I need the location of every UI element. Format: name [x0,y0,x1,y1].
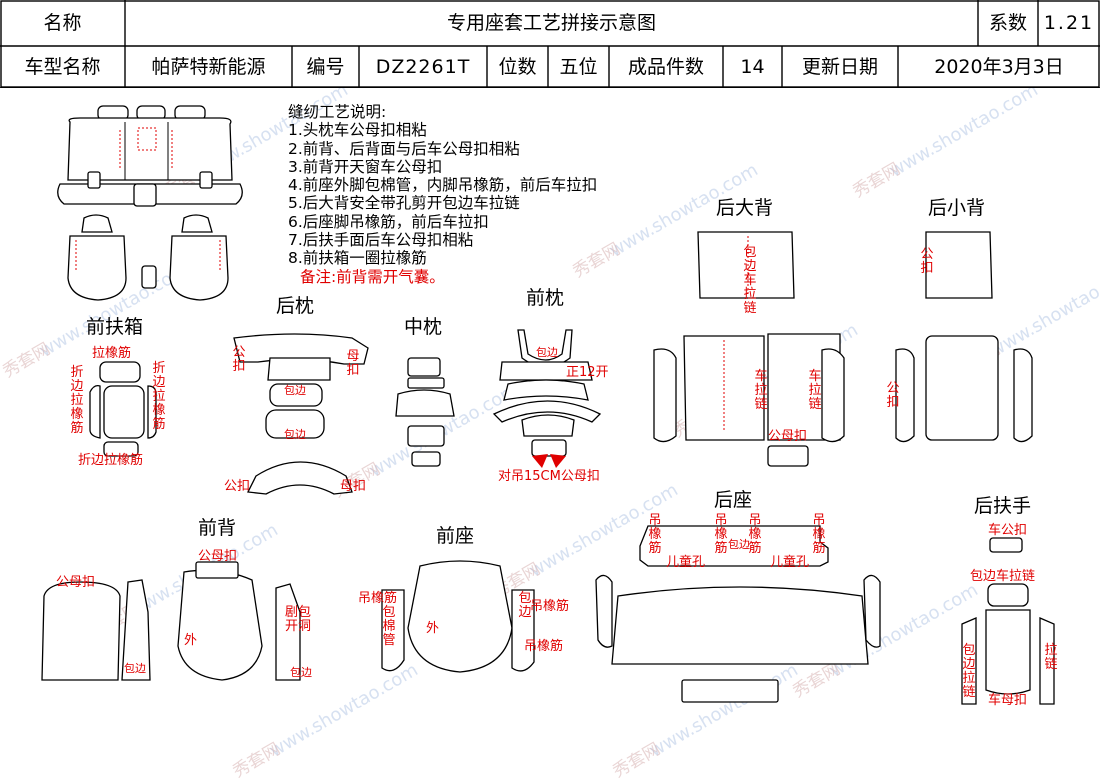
section-rear-big-back: 后大背 [716,197,774,219]
name-label: 名称 [43,11,82,34]
note-item: 7.后扶手面后车公母扣相粘 [288,231,474,250]
label-front-headrest-hang: 对吊15CM公母扣 [498,469,600,484]
label-rear-armrest-top: 车公扣 [988,523,1028,538]
model-value: 帕萨特新能源 [151,55,266,78]
overview-rear-bench-icon [57,105,243,207]
section-front-seat: 前座 [436,525,475,547]
label-rear-seat-bind: 包边 [728,538,750,551]
notes-remark: 备注:前背需开气囊。 [300,267,445,286]
note-item: 1.头枕车公母扣相粘 [288,121,427,140]
label-front-back-bind: 包边 [124,662,146,675]
front-console-pieces [89,361,157,457]
header-table: 名称 专用座套工艺拼接示意图 系数 1.21 车型名称 帕萨特新能源 编号 DZ… [0,0,1100,88]
rear-seat-pieces [595,525,881,703]
pattern-pieces [41,105,1055,705]
section-mid-headrest: 中枕 [404,316,443,338]
label-front-seat-outer: 外 [426,621,440,636]
watermark-text: 秀套网 [229,739,284,782]
label-front-seat-foam: 包棉管 [382,605,396,648]
pieces-label: 成品件数 [627,55,704,78]
label-rear-big-back-zip: 包边车拉链 [743,245,757,316]
rear-headrest-pieces [233,333,369,495]
label-rear-headrest-bind2: 包边 [284,428,306,441]
front-seat-pieces [381,560,535,673]
label-rear-seat-child2: 儿童孔 [770,555,810,570]
section-rear-armrest: 后扶手 [974,495,1032,517]
label-front-back-outer: 外 [184,633,198,648]
pieces-value: 14 [740,55,765,78]
label-rear-armrest-right: 拉链 [1044,643,1058,672]
note-item: 2.前背、后背面与后车公母扣相粘 [288,139,520,158]
note-item: 8.前扶箱一圈拉橡筋 [288,249,427,268]
note-item: 4.前座外脚包棉管，内脚吊橡筋，前后车拉扣 [288,176,598,195]
section-front-console: 前扶箱 [86,316,144,338]
notes-heading: 缝纫工艺说明: [288,103,387,121]
rear-small-back-pieces [895,231,1033,443]
front-headrest-pieces [492,329,602,468]
label-front-seat-bind: 包边 [518,591,532,620]
section-rear-headrest: 后枕 [276,295,315,317]
label-rear-headrest-bind1: 包边 [284,384,306,397]
front-back-pieces [41,561,301,681]
date-value: 2020年3月3日 [934,55,1064,78]
label-front-console-bottom: 折边拉橡筋 [78,453,144,468]
label-rear-headrest-left: 公扣 [232,345,246,374]
rear-big-back-pieces [653,231,845,467]
note-item: 6.后座脚吊橡筋，前后车拉扣 [288,212,489,231]
code-label: 编号 [306,55,345,78]
seats-value: 五位 [559,55,598,78]
label-front-seat-hang3: 吊橡筋 [524,639,564,654]
label-rear-big-back-left-zip: 车拉链 [754,369,768,412]
label-rear-headrest-br: 母扣 [340,479,367,494]
label-front-seat-hang2: 吊橡筋 [530,599,570,614]
code-value: DZ2261T [375,55,471,78]
label-rear-seat-hang1: 吊橡筋 [648,513,662,556]
label-rear-seat-hang4: 吊橡筋 [812,513,826,556]
label-rear-headrest-right: 母扣 [346,349,360,378]
watermark-text: 秀套网 [609,739,664,782]
note-item: 5.后大背安全带孔剪开包边车拉链 [288,194,520,213]
label-front-back-top: 公母扣 [198,549,238,564]
section-front-headrest: 前枕 [526,287,565,309]
label-rear-headrest-bl: 公扣 [224,479,251,494]
label-rear-armrest-left: 包边拉链 [962,643,976,700]
label-rear-small-back-top: 公扣 [920,247,934,276]
header-grid [0,0,1100,88]
rear-armrest-pieces [961,537,1055,705]
label-front-console-top: 拉橡筋 [92,346,132,361]
label-front-back-bind2: 包边 [290,666,312,679]
section-rear-seat: 后座 [714,489,753,511]
coef-label: 系数 [988,11,1027,34]
label-rear-armrest-bottom: 车母扣 [988,693,1028,708]
sewing-notes: 缝纫工艺说明: 1.头枕车公母扣相粘 2.前背、后背面与后车公母扣相粘 3.前背… [288,103,597,286]
label-rear-seat-child1: 儿童孔 [666,555,706,570]
label-front-console-right: 折边拉橡筋 [152,361,166,432]
label-rear-big-back-right-zip: 车拉链 [808,369,822,412]
label-front-headrest-open: 正12开 [566,365,609,380]
note-item: 3.前背开天窗车公母扣 [288,157,443,176]
overview-front-seats-icon [67,214,229,301]
seats-label: 位数 [498,55,537,78]
label-rear-seat-hang2: 吊橡筋 [714,513,728,556]
label-front-seat-hang: 吊橡筋 [358,591,398,606]
label-rear-seat-hang3: 吊橡筋 [748,513,762,556]
coef-value: 1.21 [1043,11,1095,34]
model-label: 车型名称 [24,55,101,78]
label-front-headrest-bind: 包边 [536,346,558,359]
label-front-back-left: 公母扣 [56,575,96,590]
label-rear-big-back-button: 公母扣 [768,429,808,444]
label-front-console-left: 折边拉橡筋 [70,365,84,436]
sheet-title: 专用座套工艺拼接示意图 [446,11,656,34]
section-rear-small-back: 后小背 [928,197,986,219]
date-label: 更新日期 [801,55,878,78]
middle-headrest-pieces [395,357,455,467]
section-front-back: 前背 [198,517,237,539]
label-rear-armrest-zip: 包边车拉链 [970,569,1036,584]
label-rear-small-back-side: 公扣 [886,381,900,410]
label-front-back-airbag: 剧包开洞 [284,605,311,634]
